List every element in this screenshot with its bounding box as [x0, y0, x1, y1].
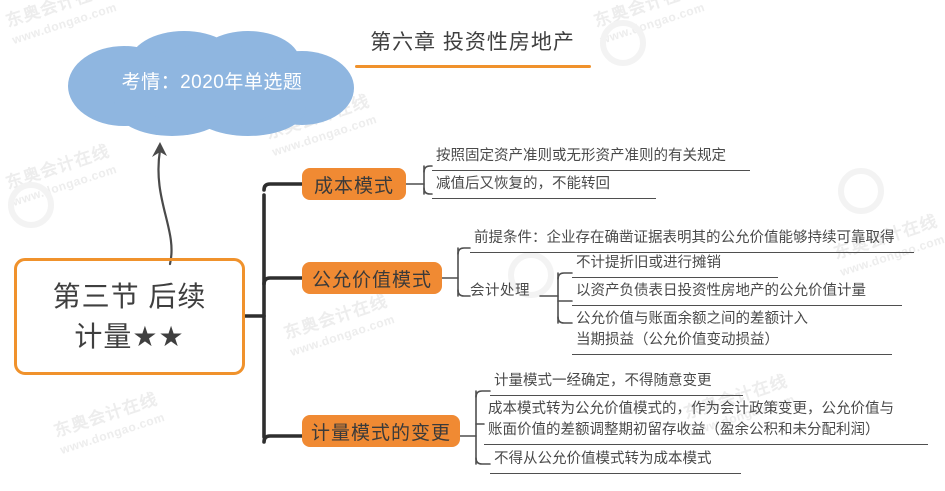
root-node[interactable]: 第三节 后续 计量★★: [14, 258, 245, 375]
leaf-item: 不计提折旧或进行摊销: [572, 253, 778, 278]
cloud-icon: [68, 31, 354, 136]
page-title: 第六章 投资性房地产: [370, 31, 575, 54]
leaf-item: 按照固定资产准则或无形资产准则的有关规定: [432, 146, 750, 171]
leaf-item: 公允价值与账面余额之间的差额计入 当期损益（公允价值变动损益）: [572, 309, 892, 355]
branch-node-measurement-model-change[interactable]: 计量模式的变更: [302, 415, 460, 447]
leaf-item: 计量模式一经确定，不得随意变更: [490, 371, 743, 396]
page-header: 第六章 投资性房地产: [0, 26, 945, 68]
leaf-item: 成本模式转为公允价值模式的，作为会计政策变更，公允价值与 账面价值的差额调整期初…: [484, 399, 928, 445]
title-underline: [354, 65, 591, 68]
cloud-note-label: 考情：2020年单选题: [121, 71, 303, 93]
leaf-item-premise: 前提条件：企业存在确凿证据表明其的公允价值能够持续可靠取得: [470, 228, 914, 253]
branch-label: 公允价值模式: [311, 269, 432, 291]
branch-label: 计量模式的变更: [310, 422, 451, 444]
cloud-note[interactable]: 考情：2020年单选题: [62, 28, 362, 138]
sub-branch-label-accounting-treatment: 会计处理: [470, 283, 530, 299]
branch-label: 成本模式: [313, 175, 394, 197]
branch-node-fair-value-model[interactable]: 公允价值模式: [302, 262, 442, 294]
leaf-item: 以资产负债表日投资性房地产的公允价值计量: [572, 281, 902, 306]
root-node-label: 第三节 后续 计量★★: [52, 280, 207, 352]
leaf-item: 减值后又恢复的，不能转回: [432, 174, 656, 199]
leaf-item: 不得从公允价值模式转为成本模式: [490, 449, 741, 474]
branch-node-cost-model[interactable]: 成本模式: [302, 168, 406, 200]
